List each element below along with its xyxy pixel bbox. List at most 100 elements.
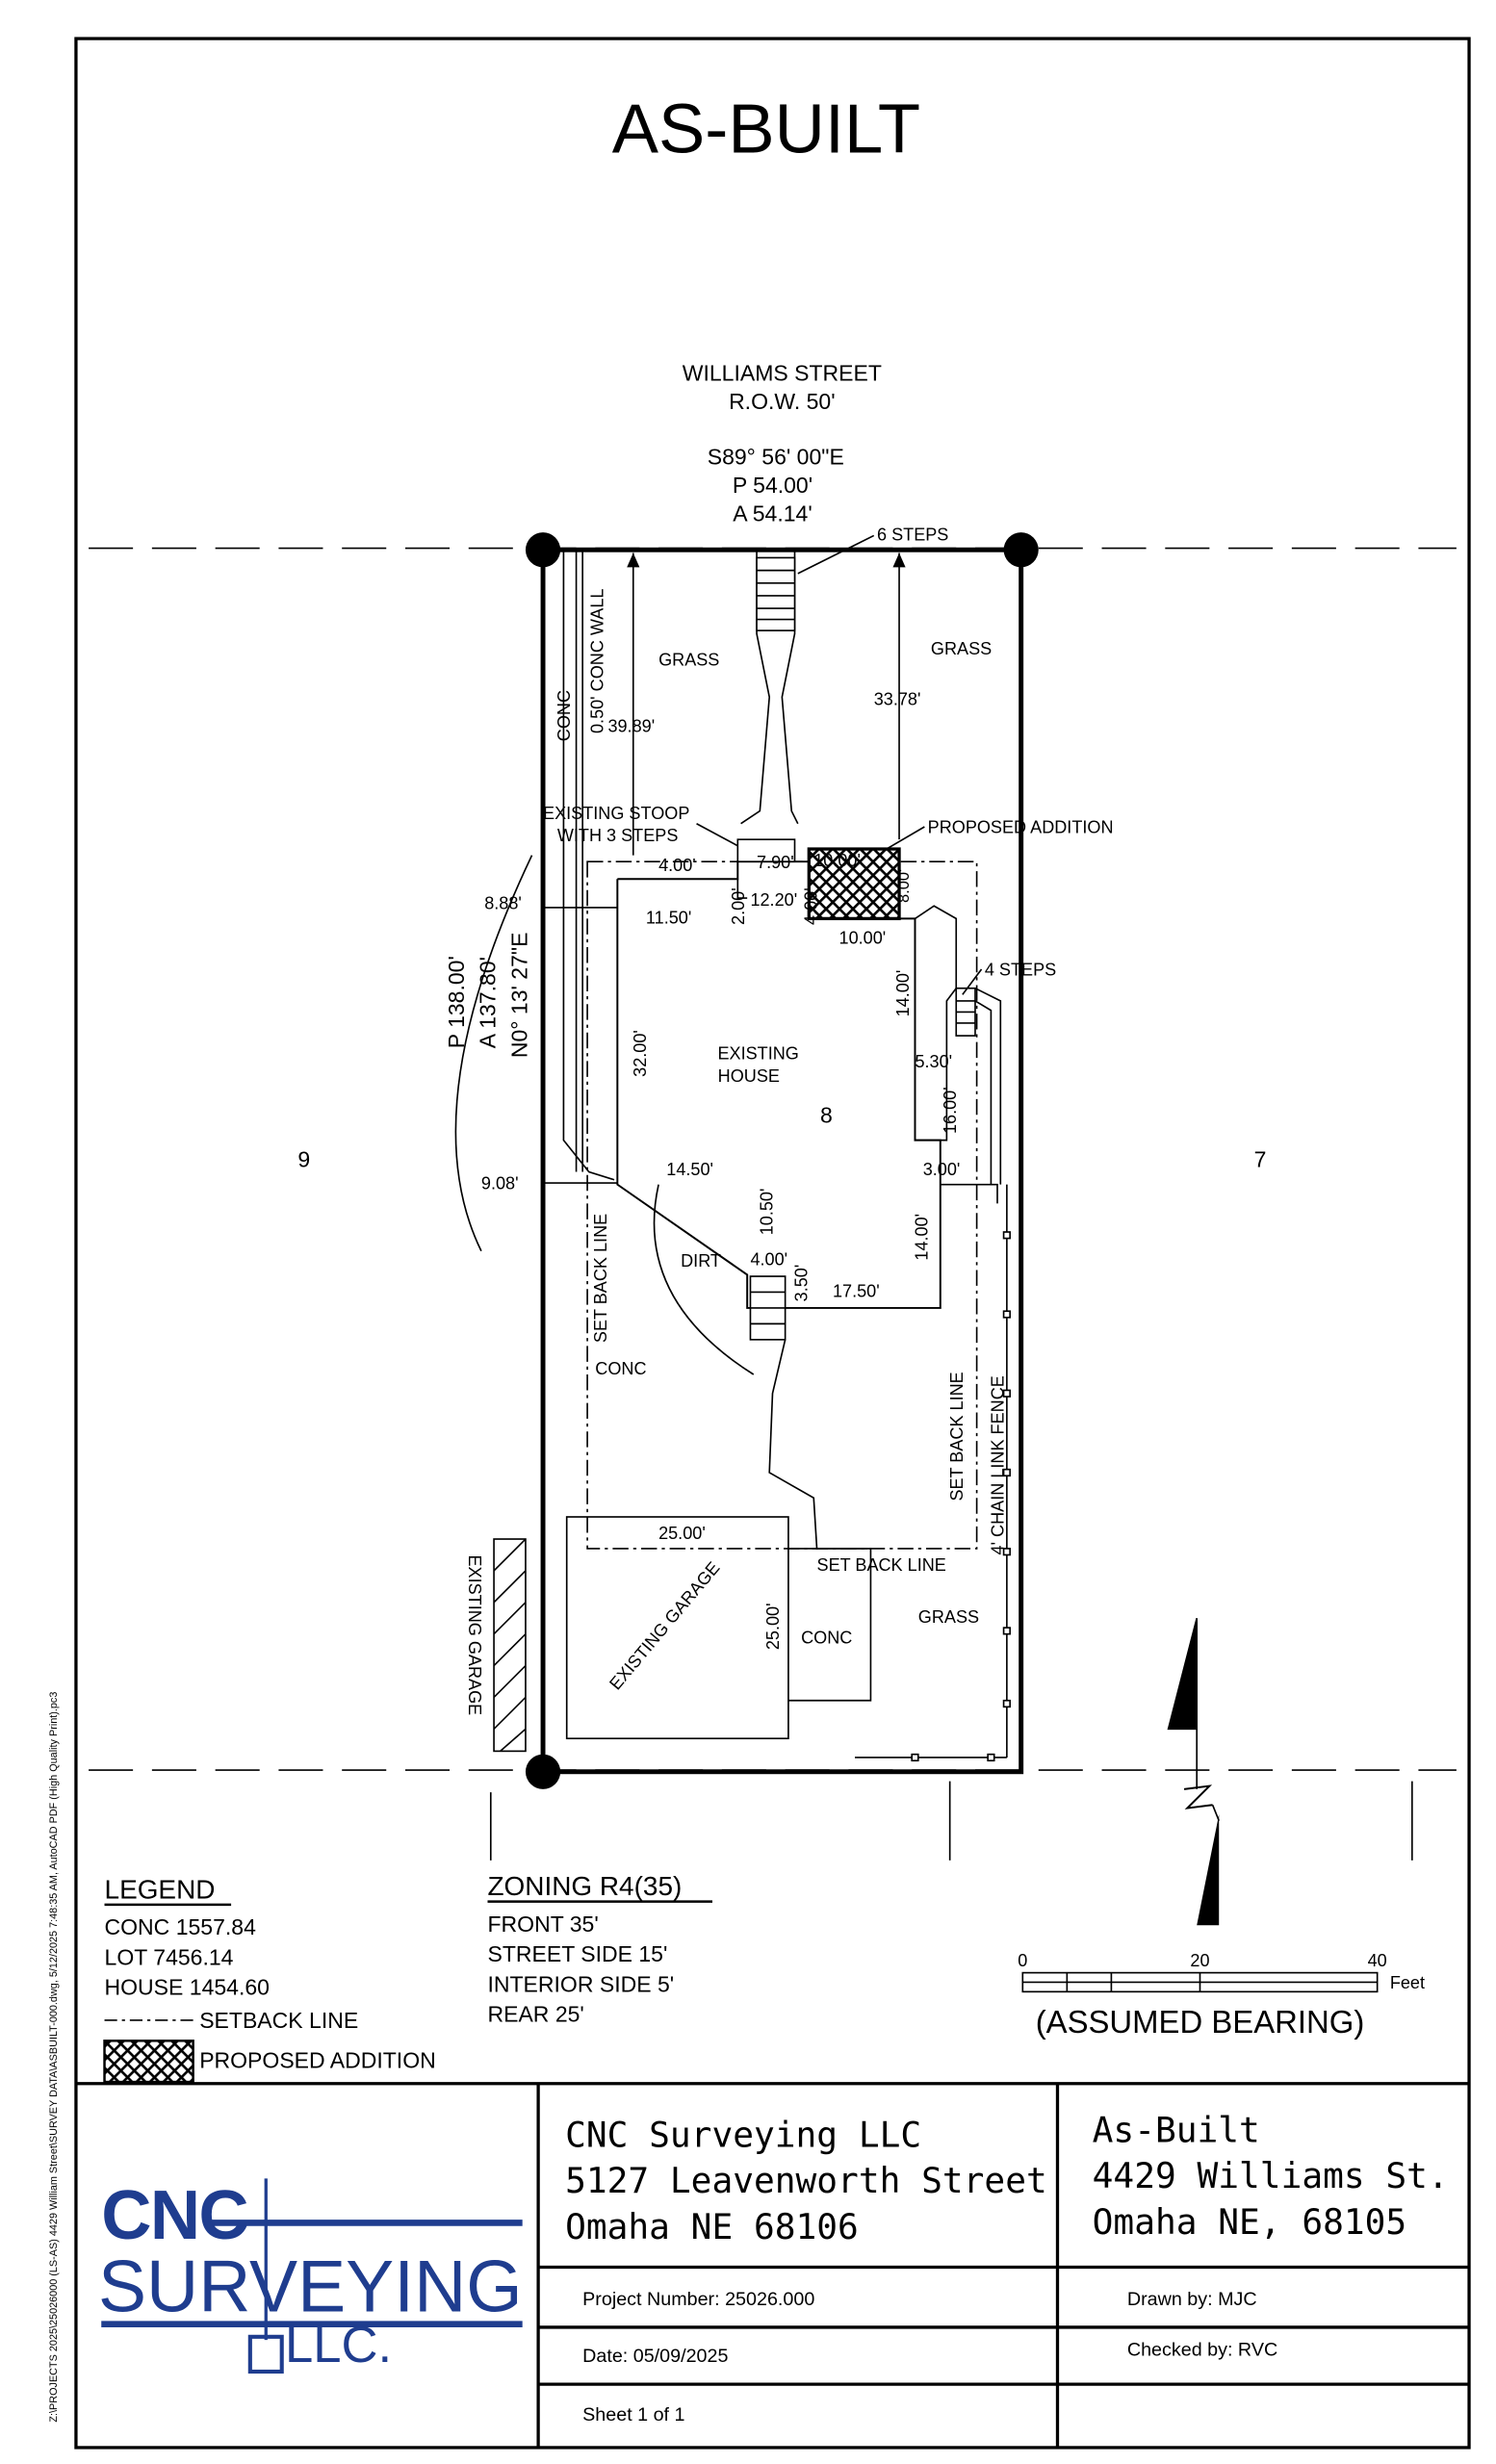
chain-link-label: 4' CHAIN LINK FENCE — [989, 1375, 1008, 1554]
existing-house-label-2: HOUSE — [718, 1066, 780, 1086]
dim-32-00: 32.00' — [631, 1030, 650, 1077]
scale-tick-20: 20 — [1190, 1951, 1209, 1970]
company-address: 5127 Leavenworth Street — [565, 2160, 1047, 2201]
sheet-border — [74, 37, 1471, 2450]
property-corner-sw — [525, 1754, 561, 1789]
legend-conc: CONC 1557.84 — [105, 1914, 257, 1939]
north-arrow-lower — [1197, 1814, 1220, 1926]
neighbor-hatch — [500, 1728, 527, 1752]
west-bearing: N0° 13' 27"E — [507, 933, 532, 1059]
street-name: WILLIAMS STREET — [683, 360, 882, 385]
company-city: Omaha NE 68106 — [565, 2206, 859, 2247]
dim-17-50: 17.50' — [833, 1281, 880, 1300]
existing-garage — [565, 1516, 789, 1740]
dim-3-50: 3.50' — [792, 1265, 812, 1302]
dim-25-00-h: 25.00' — [658, 1524, 706, 1543]
neighbor-hatch — [493, 1696, 527, 1730]
scale-tick-0: 0 — [1018, 1951, 1027, 1970]
front-actual-distance: A 54.14' — [733, 501, 812, 526]
logo-line-3: LLC. — [285, 2317, 392, 2374]
property-corner-nw — [525, 532, 561, 568]
dim-12-20: 12.20' — [750, 890, 797, 910]
lot-east-number: 7 — [1254, 1147, 1267, 1172]
dim-39-89: 39.89' — [607, 716, 655, 735]
setback-right-label: SET BACK LINE — [947, 1372, 967, 1501]
dim-14-00-a: 14.00' — [893, 970, 913, 1017]
grass-left-label: GRASS — [658, 650, 719, 669]
assumed-bearing: (ASSUMED BEARING) — [1036, 2004, 1365, 2040]
dim-7-90: 7.90' — [757, 853, 794, 872]
fence-post — [1002, 1468, 1011, 1477]
dim-10-00-b: 10.00' — [839, 929, 887, 948]
fence-post — [911, 1753, 919, 1762]
proposed-addition — [807, 847, 901, 921]
logo-line-2: SURVEYING — [98, 2247, 523, 2328]
dim-33-78-arrow — [892, 552, 906, 568]
dim-39-89-arrow — [627, 552, 640, 568]
dim-9-08: 9.08' — [481, 1174, 519, 1194]
fence-post — [1002, 1548, 1011, 1556]
six-steps-label: 6 STEPS — [877, 525, 948, 544]
neighbor-garage-label: EXISTING GARAGE — [465, 1554, 484, 1715]
zoning-front: FRONT 35' — [487, 1912, 598, 1937]
date: Date: 05/09/2025 — [582, 2346, 728, 2367]
project-type: As-Built — [1093, 2110, 1260, 2151]
east-walk — [974, 988, 1002, 1185]
fence-post — [1002, 1310, 1011, 1319]
street-row: R.O.W. 50' — [729, 389, 836, 414]
four-steps-leader — [962, 968, 983, 995]
lot-number: 8 — [820, 1103, 833, 1128]
dim-4-00-top: 4.00' — [658, 856, 696, 875]
setback-left-label: SET BACK LINE — [591, 1214, 610, 1343]
fence-post — [1002, 1699, 1011, 1708]
legend-lot: LOT 7456.14 — [105, 1944, 234, 1969]
zoning-interior-side: INTERIOR SIDE 5' — [487, 1971, 674, 1996]
project-number: Project Number: 25026.000 — [582, 2289, 814, 2310]
neighbor-hatch — [493, 1633, 527, 1667]
fence-post — [1002, 1389, 1011, 1398]
conc-strip-label: CONC — [555, 690, 574, 741]
dirt-area — [653, 1184, 755, 1375]
dim-25-00-v: 25.00' — [763, 1603, 783, 1650]
zoning-rear: REAR 25' — [487, 2002, 583, 2027]
west-actual-distance: A 137.80' — [476, 957, 501, 1048]
conc-garage-label: CONC — [801, 1629, 852, 1648]
zoning-heading: ZONING R4(35) — [487, 1871, 682, 1901]
dim-11-50: 11.50' — [646, 908, 691, 927]
company-logo: CNC SURVEYING LLC. — [98, 2177, 523, 2374]
legend-setback: SETBACK LINE — [199, 2008, 358, 2033]
grass-rear-label: GRASS — [918, 1607, 979, 1627]
north-arrow-shaft-lower — [1211, 1804, 1220, 1822]
dim-4-00-mid: 4.00' — [802, 887, 821, 925]
proposed-addition-label: PROPOSED ADDITION — [928, 818, 1114, 837]
dim-14-50: 14.50' — [666, 1160, 713, 1179]
dim-2-00: 2.00' — [729, 887, 748, 925]
north-arrow-icon — [1167, 1618, 1199, 1731]
setback-rear-label: SET BACK LINE — [817, 1555, 946, 1575]
dim-10-50: 10.50' — [757, 1189, 776, 1236]
dim-4-00-low: 4.00' — [750, 1250, 787, 1270]
house-rear-jog — [940, 1183, 998, 1204]
neighbor-hatch — [493, 1664, 527, 1699]
neighbor-garage — [493, 1538, 527, 1753]
logo-line-1: CNC — [101, 2177, 247, 2254]
page-title: AS-BUILT — [612, 90, 920, 167]
conc-wall-label: 0.50' CONC WALL — [588, 589, 607, 733]
west-arc — [454, 855, 533, 1252]
house-front-step — [736, 879, 748, 899]
stoop-leader — [696, 823, 738, 847]
west-plat-distance: P 138.00' — [444, 956, 469, 1048]
company-name: CNC Surveying LLC — [565, 2114, 921, 2155]
dim-8-88: 8.88' — [484, 894, 522, 913]
six-steps-leader — [797, 534, 875, 575]
fence-post — [1002, 1231, 1011, 1240]
dim-3-00: 3.00' — [923, 1160, 961, 1179]
proposed-addition-leader — [886, 826, 925, 850]
legend-proposed-swatch — [103, 2040, 194, 2084]
project-city: Omaha NE, 68105 — [1093, 2201, 1407, 2243]
fence-post — [987, 1753, 995, 1762]
grass-right-label: GRASS — [931, 639, 992, 658]
fence-post — [1002, 1627, 1011, 1635]
garage-apron — [787, 1548, 872, 1702]
